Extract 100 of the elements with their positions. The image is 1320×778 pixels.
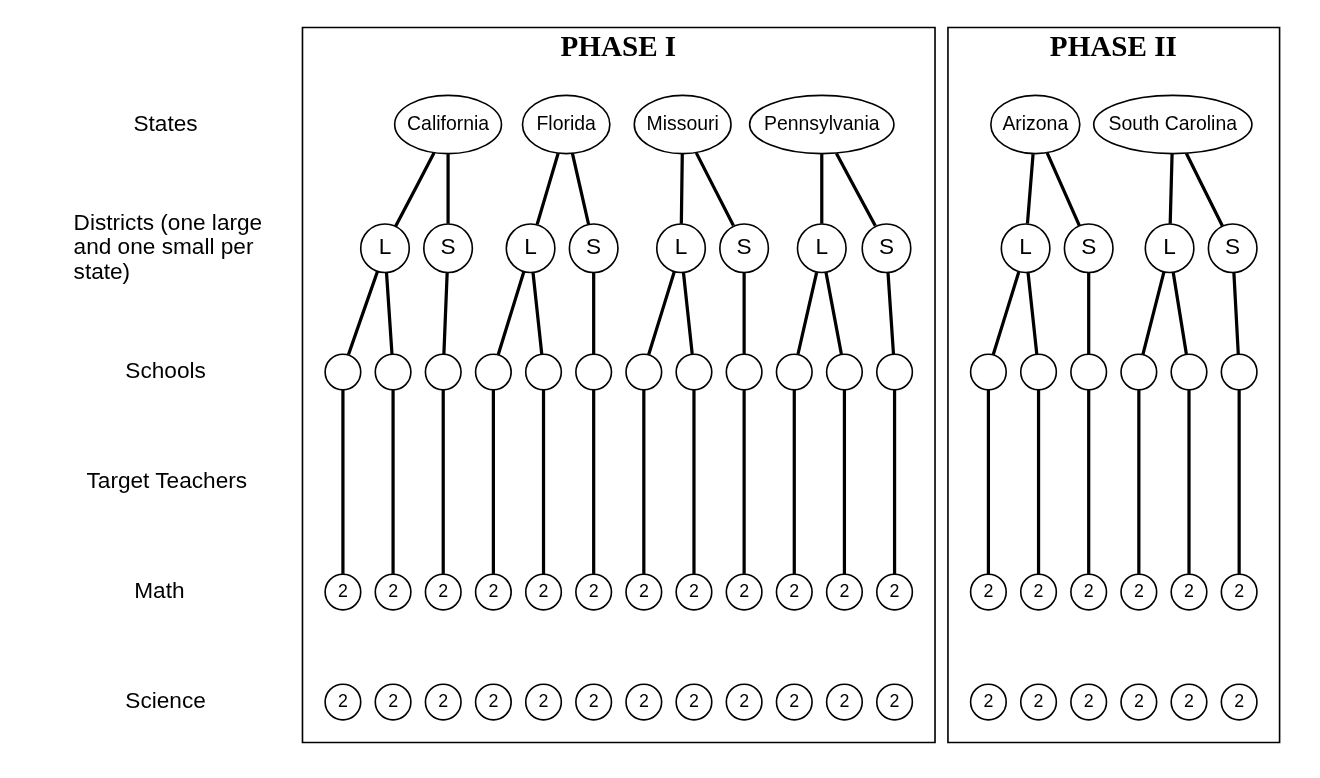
node-circle: S [1207, 223, 1258, 274]
node-circle: L [359, 223, 411, 274]
node-circle: 2 [625, 573, 663, 611]
connector [742, 389, 746, 574]
node-circle [1019, 353, 1058, 391]
node-circle: 2 [625, 683, 663, 721]
node-circle [524, 353, 563, 391]
node-circle [875, 353, 914, 391]
node-circle: L [505, 223, 556, 274]
node-circle: 2 [725, 573, 763, 611]
node-circle [474, 353, 512, 391]
node-circle: 2 [725, 683, 763, 721]
connector [531, 272, 544, 355]
node-circle [1220, 353, 1258, 391]
label: Science [125, 688, 206, 714]
label: Math [134, 578, 185, 604]
node-circle: 2 [875, 573, 914, 611]
node-circle [775, 353, 813, 391]
connector [441, 389, 445, 574]
node-circle: L [655, 223, 707, 274]
node-circle: 2 [1019, 573, 1058, 611]
connector [694, 152, 735, 227]
connector [535, 153, 560, 225]
connector [642, 389, 646, 574]
connector [442, 272, 449, 355]
connector [1025, 153, 1035, 224]
connector [1141, 271, 1166, 355]
node-circle: 2 [575, 683, 613, 721]
connector [892, 389, 897, 574]
connector [491, 389, 495, 574]
node-circle: 2 [474, 683, 512, 721]
node-circle [374, 353, 412, 391]
connector [341, 389, 345, 574]
node-circle: 2 [1220, 573, 1258, 611]
connector [570, 153, 591, 225]
connector [541, 389, 546, 574]
connector [1232, 272, 1240, 355]
connector [820, 154, 824, 224]
label: Target Teachers [86, 468, 248, 493]
node-circle: 2 [1220, 683, 1258, 721]
connector [842, 389, 847, 574]
node-circle: 2 [474, 573, 512, 611]
node-circle: 2 [374, 683, 412, 721]
node-circle [625, 353, 663, 391]
connector [647, 271, 676, 356]
connector [1045, 152, 1081, 227]
node-ellipse: Florida [521, 94, 611, 155]
node-ellipse: Arizona [990, 94, 1081, 155]
node-circle: 2 [1120, 573, 1158, 611]
connector [1137, 389, 1141, 574]
connector [679, 154, 684, 224]
node-circle [1120, 353, 1158, 391]
node-circle: S [423, 223, 474, 274]
connector [1036, 389, 1041, 574]
connector [796, 272, 819, 355]
connector [1026, 272, 1039, 355]
connector [391, 389, 395, 574]
node-circle: 2 [969, 573, 1007, 611]
connector [1171, 272, 1188, 355]
node-circle: 2 [825, 683, 864, 721]
node-circle: S [1063, 223, 1114, 274]
connector [1087, 272, 1091, 354]
node-circle: 2 [1070, 573, 1108, 611]
node-circle: 2 [969, 683, 1007, 721]
connector [1187, 389, 1191, 574]
connector [742, 272, 746, 354]
node-circle: 2 [424, 573, 462, 611]
label: Schools [125, 358, 206, 383]
node-circle: L [1000, 223, 1051, 274]
connector [986, 389, 990, 574]
node-circle: 2 [775, 573, 813, 611]
connector [394, 152, 436, 228]
node-circle: 2 [324, 683, 362, 721]
connector [991, 271, 1021, 356]
connector [1237, 389, 1241, 574]
node-circle: 2 [424, 683, 462, 721]
node-circle: 2 [524, 573, 563, 611]
node-circle: 2 [524, 683, 563, 721]
label: Districts (one large and one small per state) [73, 209, 263, 284]
node-circle: L [796, 223, 847, 274]
node-circle: 2 [675, 573, 713, 611]
node-circle: 2 [1070, 683, 1108, 721]
node-circle: 2 [1120, 683, 1158, 721]
node-circle: L [1144, 223, 1195, 274]
node-circle [675, 353, 713, 391]
label: States [133, 110, 198, 136]
connector [824, 272, 843, 355]
node-circle: 2 [1019, 683, 1058, 721]
node-circle: 2 [324, 573, 362, 611]
node-circle: 2 [775, 683, 813, 721]
node-circle: S [719, 223, 770, 274]
connector [692, 389, 696, 574]
connector [592, 389, 596, 574]
connector [886, 272, 896, 355]
node-circle: S [861, 223, 912, 274]
connector [681, 272, 694, 355]
node-ellipse: California [393, 94, 503, 155]
node-circle [424, 353, 462, 391]
node-circle [324, 353, 362, 391]
node-circle: 2 [575, 573, 613, 611]
